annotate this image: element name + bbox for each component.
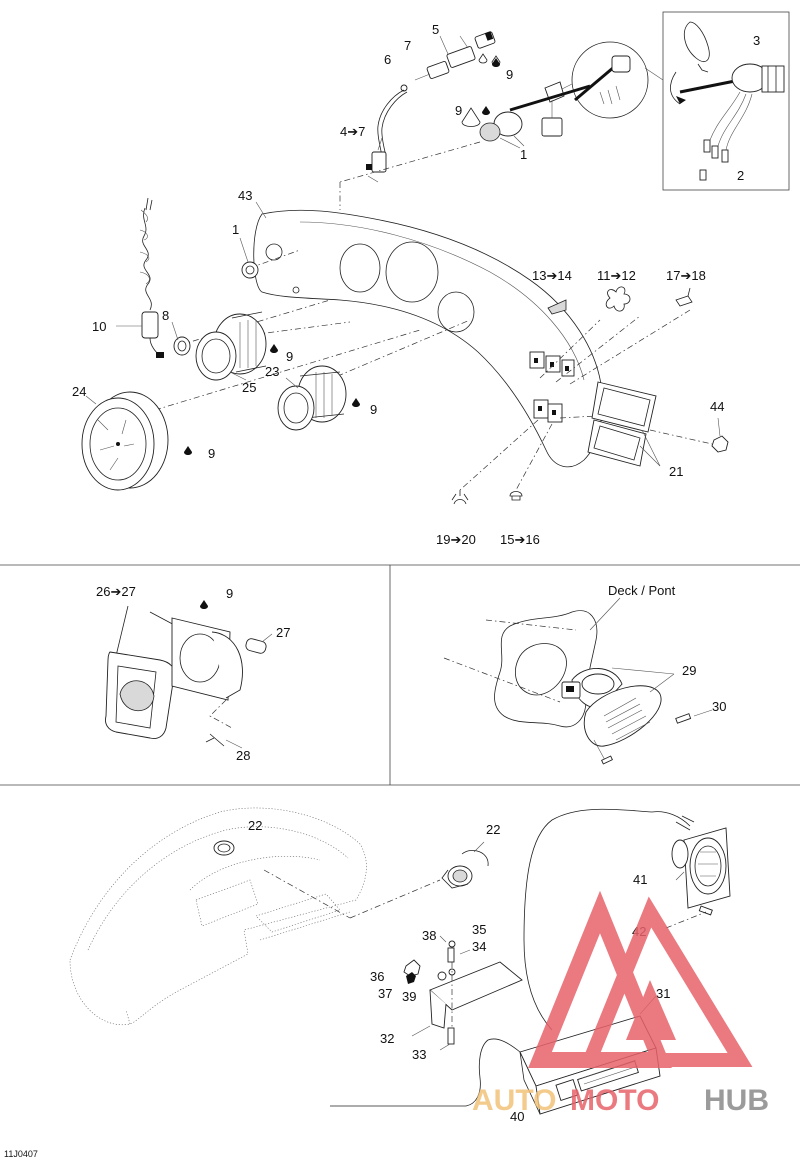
label-32: 32: [380, 1031, 394, 1046]
label-21: 21: [669, 464, 683, 479]
inset-key-switch: [670, 21, 785, 181]
lenses-21: [587, 381, 657, 467]
label-33: 33: [412, 1047, 426, 1062]
label-40: 40: [510, 1109, 524, 1124]
label-15-16: 15➔16: [500, 532, 540, 547]
speaker-41: [523, 808, 731, 1031]
label-6: 6: [384, 52, 391, 67]
footer-code: 11J0407: [4, 1149, 38, 1159]
label-25: 25: [242, 380, 256, 395]
label-1a: 1: [520, 147, 527, 162]
assembly-lines-top: [154, 141, 713, 491]
watermark-logo: AUTO MOTO HUB: [472, 890, 769, 1117]
label-22b: 22: [486, 822, 500, 837]
label-17-18: 17➔18: [666, 268, 706, 283]
label-9a: 9: [506, 67, 513, 82]
label-2: 2: [737, 168, 744, 183]
label-9d: 9: [370, 402, 377, 417]
label-24: 24: [72, 384, 86, 399]
label-36: 36: [370, 969, 384, 984]
label-39: 39: [402, 989, 416, 1004]
label-26-27: 26➔27: [96, 584, 136, 599]
bulb-caps: [451, 490, 523, 505]
label-deck: Deck / Pont: [608, 583, 676, 598]
label-41: 41: [633, 872, 647, 887]
gauge-bezel-assembly: [105, 605, 273, 749]
socket-22: [441, 841, 489, 889]
label-29: 29: [682, 663, 696, 678]
label-27: 27: [276, 625, 290, 640]
leader-lines-top: [85, 135, 721, 467]
bracket-32: [403, 935, 523, 1051]
washer-8: [173, 336, 191, 356]
section-dividers: [0, 11, 800, 786]
label-9f: 9: [226, 586, 233, 601]
label-31: 31: [656, 986, 670, 1001]
gauge-23: [277, 365, 347, 431]
label-4-7: 4➔7: [340, 124, 365, 139]
label-37: 37: [378, 986, 392, 1001]
switch-caps: [547, 286, 693, 315]
gauge-25: [195, 311, 267, 381]
label-10: 10: [92, 319, 106, 334]
label-22a: 22: [248, 818, 262, 833]
key-switch-assembly: [461, 41, 664, 149]
drop-icons: [184, 58, 500, 609]
label-23: 23: [265, 364, 279, 379]
label-9b: 9: [455, 103, 462, 118]
label-38: 38: [422, 928, 436, 943]
nut-44: [711, 435, 729, 453]
label-11-12: 11➔12: [597, 268, 636, 283]
part-labels: 3 2 5 7 6 9 9 4➔7 1 43 1 13➔14 11➔12 17➔…: [4, 22, 760, 1159]
console-cover-22: [69, 807, 441, 1026]
label-9c: 9: [286, 349, 293, 364]
watermark-moto: MOTO: [570, 1084, 659, 1117]
label-5: 5: [432, 22, 439, 37]
gauge-24: [81, 391, 169, 491]
instrument-panel: [253, 209, 603, 468]
label-7: 7: [404, 38, 411, 53]
label-44: 44: [710, 399, 724, 414]
label-1b: 1: [232, 222, 239, 237]
coiled-cable-10: [139, 197, 164, 358]
label-8: 8: [162, 308, 169, 323]
horn-assembly: [443, 597, 713, 765]
label-19-20: 19➔20: [436, 532, 476, 547]
label-28: 28: [236, 748, 250, 763]
watermark-auto: AUTO: [472, 1084, 556, 1117]
label-34: 34: [472, 939, 486, 954]
watermark-hub: HUB: [704, 1084, 769, 1117]
label-43: 43: [238, 188, 252, 203]
bezel-ring-1: [241, 261, 259, 279]
label-9e: 9: [208, 446, 215, 461]
connector-5-6-7: [366, 31, 501, 183]
label-3: 3: [753, 33, 760, 48]
label-30: 30: [712, 699, 726, 714]
label-35: 35: [472, 922, 486, 937]
label-13-14: 13➔14: [532, 268, 572, 283]
